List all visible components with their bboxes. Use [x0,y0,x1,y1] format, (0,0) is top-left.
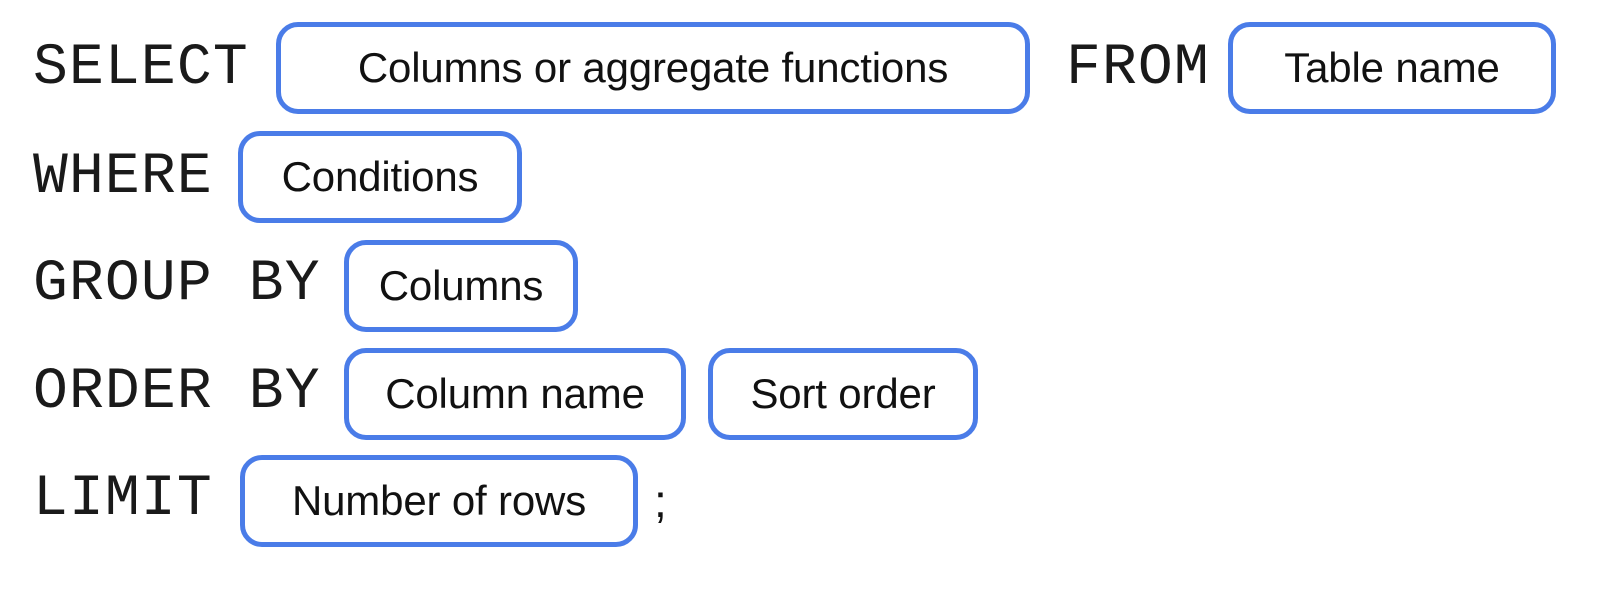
slot-select-columns-label: Columns or aggregate functions [357,44,949,91]
slot-where-conditions-label: Conditions [281,153,479,200]
slot-order-by-column-name-label: Column name [385,370,645,417]
slot-order-by-sort-order-label: Sort order [750,370,936,417]
keyword-where: WHERE [33,145,213,210]
slot-group-by-columns-label: Columns [378,262,544,309]
slot-limit-number-of-rows[interactable]: Number of rows [240,455,638,547]
keyword-order-by: ORDER BY [33,360,321,425]
slot-order-by-sort-order[interactable]: Sort order [708,348,978,440]
slot-select-columns[interactable]: Columns or aggregate functions [276,22,1030,114]
keyword-select: SELECT [33,36,249,101]
statement-terminator-semicolon: ; [654,475,667,527]
keyword-limit: LIMIT [33,467,213,532]
slot-from-table-name-label: Table name [1284,44,1500,91]
keyword-from: FROM [1066,36,1210,101]
slot-order-by-column-name[interactable]: Column name [344,348,686,440]
slot-from-table-name[interactable]: Table name [1228,22,1556,114]
slot-where-conditions[interactable]: Conditions [238,131,522,223]
slot-group-by-columns[interactable]: Columns [344,240,578,332]
slot-limit-number-of-rows-label: Number of rows [291,477,587,524]
keyword-group-by: GROUP BY [33,252,321,317]
